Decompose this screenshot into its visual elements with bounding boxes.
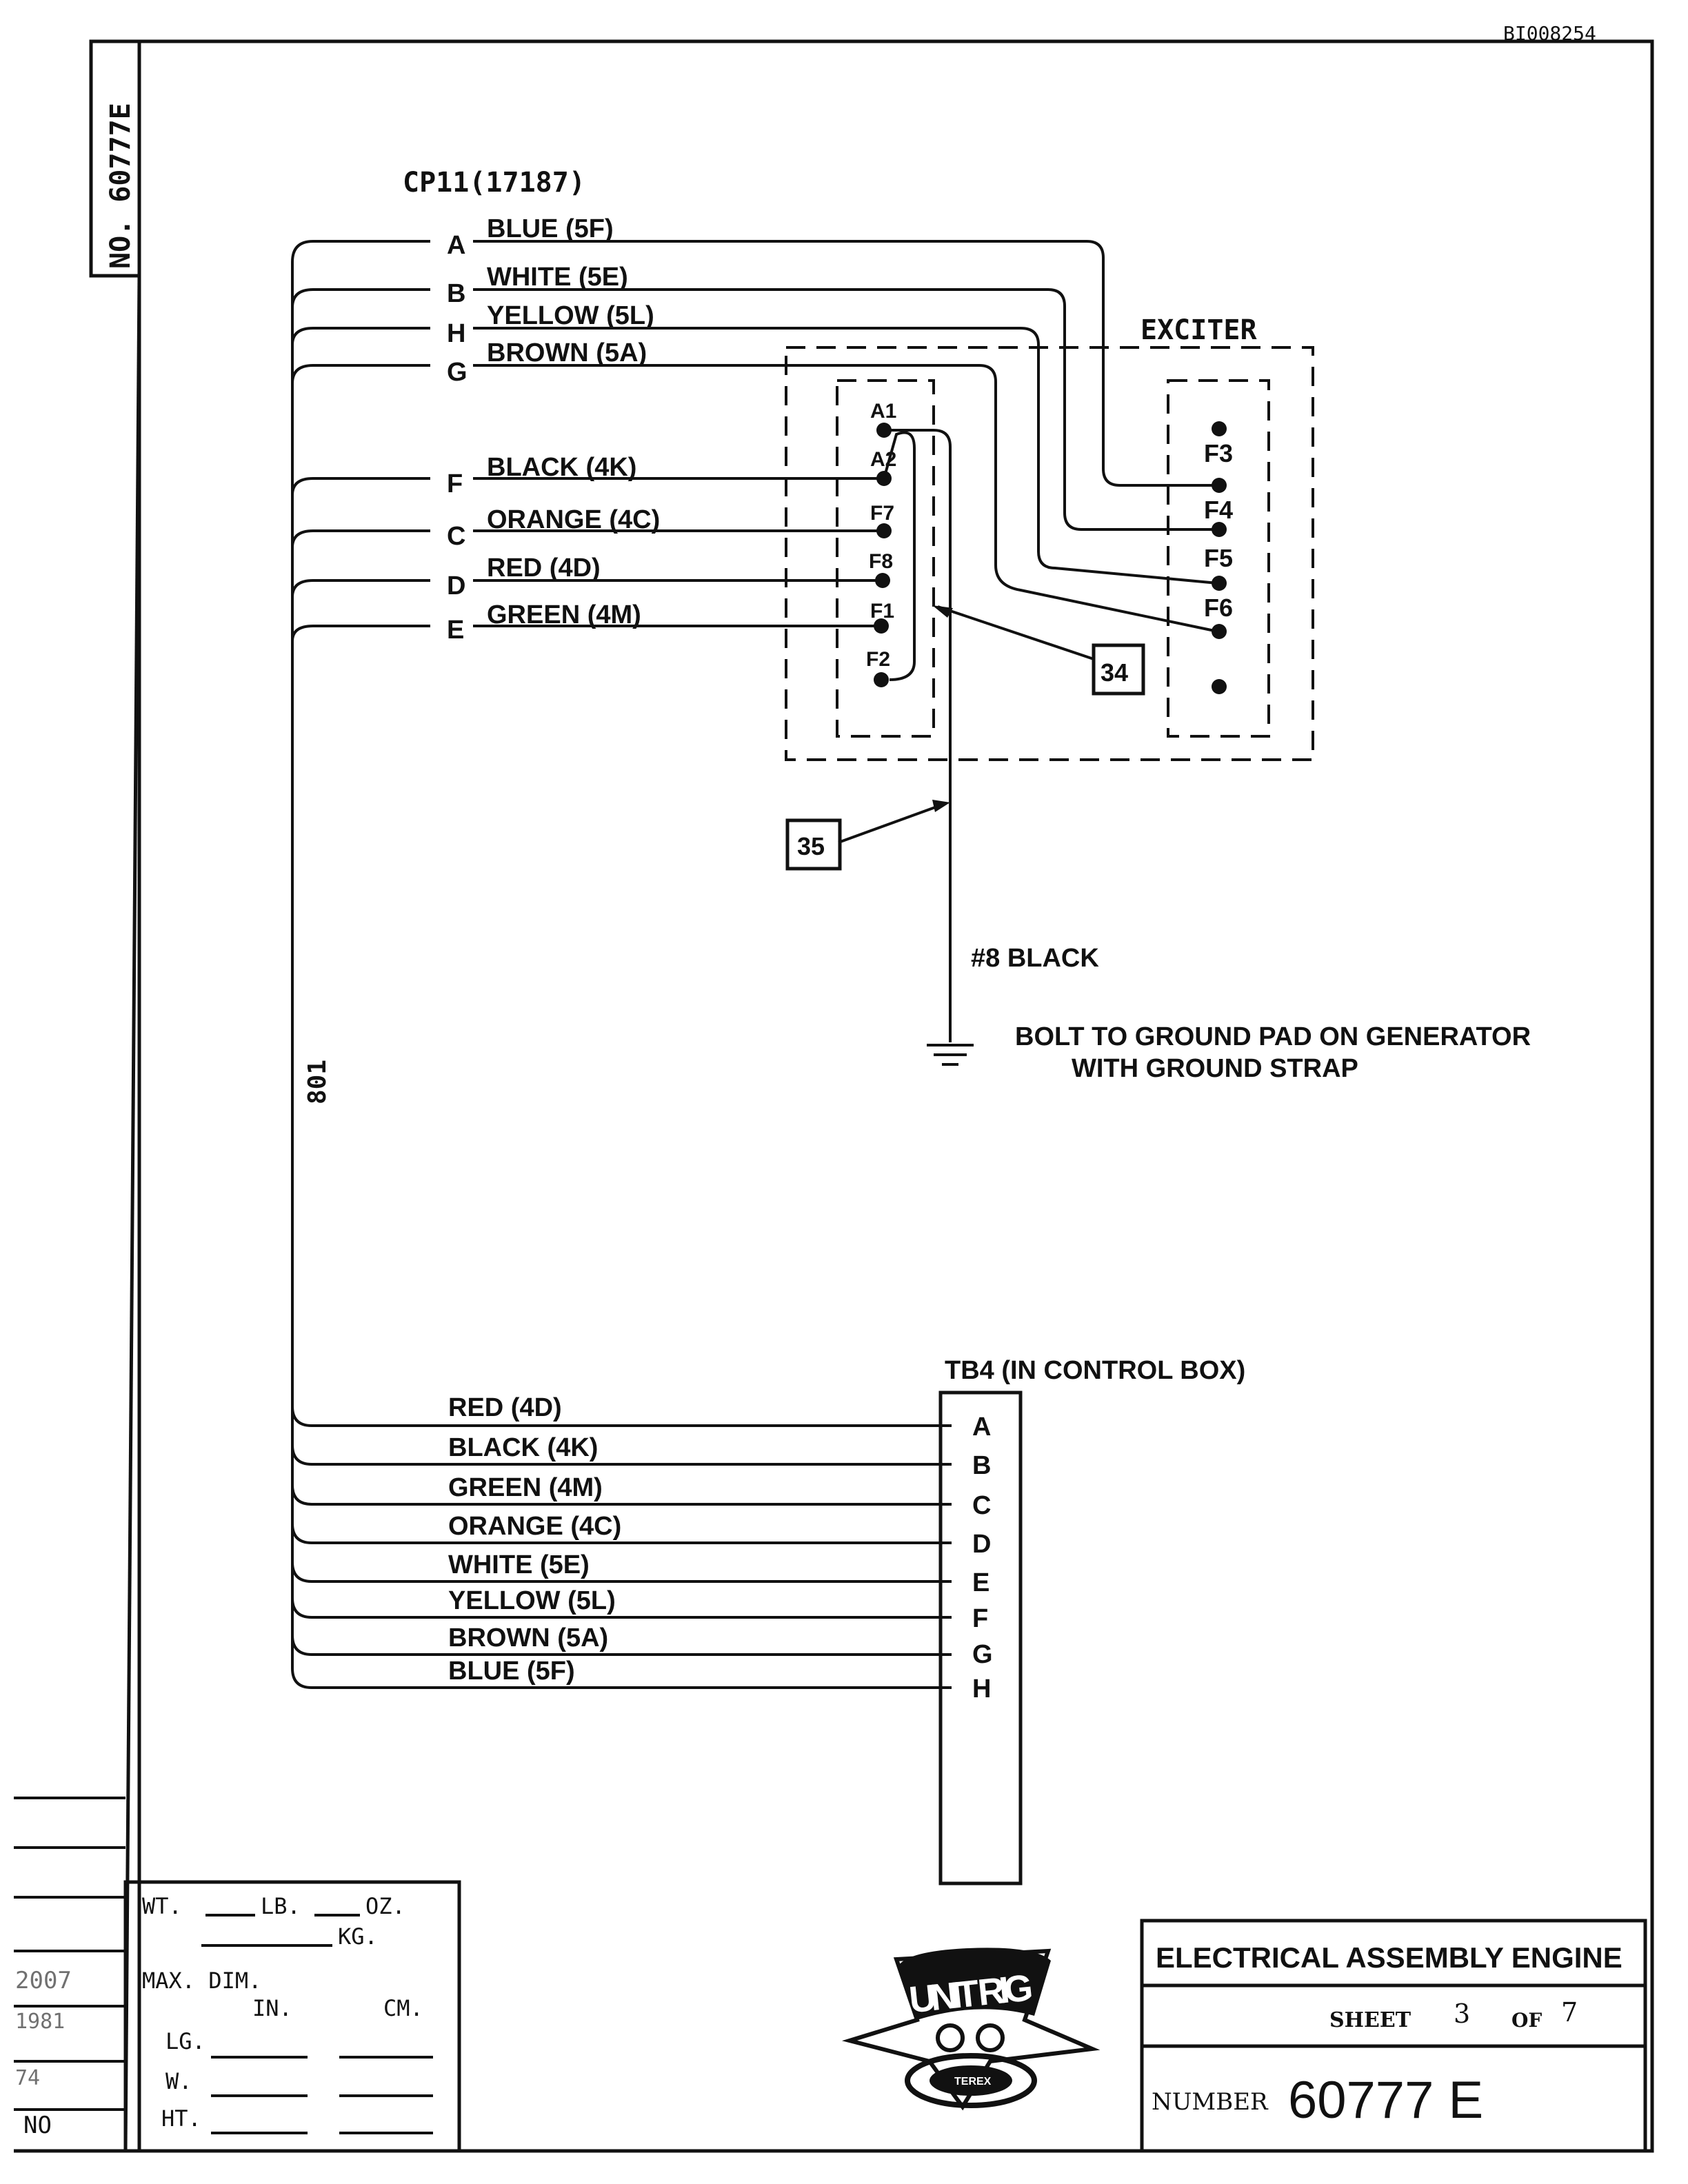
terminal-a1: A1 — [870, 400, 896, 423]
ground-lead — [927, 800, 974, 1066]
terminal-f2: F2 — [866, 648, 890, 671]
tb-wire-blue: BLUE (5F) — [448, 1657, 575, 1686]
callout-35: 35 — [785, 800, 950, 871]
revision-column: 2007 1981 74 NO — [14, 1797, 125, 2139]
terminal-f8: F8 — [869, 550, 893, 573]
connector-pin-c: C — [447, 522, 465, 551]
revision-fragment-1: 2007 — [15, 1967, 72, 1994]
connector-label: CP11(17187) — [403, 167, 585, 199]
tb-pin-b: B — [972, 1451, 991, 1480]
ground-note-line1: BOLT TO GROUND PAD ON GENERATOR — [1015, 1022, 1531, 1051]
tb-wire-green: GREEN (4M) — [448, 1473, 603, 1502]
tb-wire-red: RED (4D) — [448, 1393, 562, 1422]
terminal-board-wires — [291, 1406, 952, 1689]
connector-pin-d: D — [447, 572, 465, 600]
terminal-f3: F3 — [1204, 439, 1233, 467]
exciter-right-terminals: F3 F4 F5 F6 — [1204, 421, 1233, 694]
callout-34: 34 — [932, 605, 1145, 696]
tb-wire-yellow: YELLOW (5L) — [448, 1586, 616, 1615]
tb-pin-c: C — [972, 1491, 991, 1520]
callout-34-label: 34 — [1101, 658, 1128, 687]
terminal-f6: F6 — [1204, 594, 1233, 622]
tb-pin-h: H — [972, 1675, 991, 1703]
wire-label-red: RED (4D) — [487, 554, 601, 583]
connector-pin-f: F — [447, 469, 463, 498]
connector-pin-h: H — [447, 319, 465, 348]
unit-rig-logo: UNIT RIG TEREX — [841, 1948, 1101, 2111]
terminal-f7: F7 — [870, 502, 894, 525]
ground-wire-label: #8 BLACK — [971, 944, 1099, 973]
mark-801: 801 — [303, 1060, 332, 1104]
wt-label: WT. — [142, 1893, 182, 1919]
max-dim-label: MAX. DIM. — [142, 1968, 261, 1994]
wire-label-blue: BLUE (5F) — [487, 214, 614, 243]
sheet-label: SHEET — [1329, 2008, 1411, 2032]
drawing-number: 60777 E — [1288, 2071, 1483, 2130]
sheet-total: 7 — [1561, 1997, 1578, 2028]
exciter-label: EXCITER — [1141, 314, 1257, 346]
ht-label: HT. — [161, 2105, 201, 2132]
connector-pin-e: E — [447, 616, 464, 645]
title-block: ELECTRICAL ASSEMBLY ENGINE SHEET 3 OF 7 … — [1140, 1919, 1647, 2153]
drawing-title: ELECTRICAL ASSEMBLY ENGINE — [1156, 1941, 1622, 1974]
tb-wire-orange: ORANGE (4C) — [448, 1512, 621, 1541]
doc-code: BI008254 — [1503, 22, 1596, 45]
cm-label: CM. — [383, 1995, 423, 2021]
tb-pin-d: D — [972, 1530, 991, 1559]
revision-fragment-3: 74 — [15, 2066, 40, 2090]
tb-wire-black: BLACK (4K) — [448, 1433, 598, 1462]
sheet-number: 3 — [1454, 1999, 1470, 2029]
exciter-left-terminals: A1 A2 F7 F8 F1 F2 — [866, 400, 896, 687]
revision-fragment-4: NO — [23, 2112, 52, 2139]
terminal-f5: F5 — [1204, 544, 1233, 572]
ground-note-line2: WITH GROUND STRAP — [1072, 1054, 1358, 1083]
exciter-jumpers — [883, 429, 952, 813]
terminal-f4: F4 — [1204, 496, 1233, 524]
logo-sub: TEREX — [954, 2076, 992, 2087]
exciter-enclosure — [785, 346, 1314, 761]
tb-pin-g: G — [972, 1640, 993, 1669]
wire-label-yellow: YELLOW (5L) — [487, 301, 654, 330]
tb-pin-f: F — [972, 1604, 988, 1633]
in-label: IN. — [252, 1995, 292, 2021]
wire-harness — [291, 240, 1218, 1668]
wire-label-brown: BROWN (5A) — [487, 338, 647, 367]
revision-fragment-2: 1981 — [15, 2010, 65, 2034]
terminal-board-wire-labels: RED (4D) BLACK (4K) GREEN (4M) ORANGE (4… — [448, 1393, 621, 1686]
terminal-board — [938, 1391, 1023, 1885]
weight-block: WT. LB. OZ. KG. MAX. DIM. IN. CM. LG. W.… — [123, 1880, 461, 2153]
connector-pins: A B H G F C D E — [447, 231, 468, 645]
tb-wire-brown: BROWN (5A) — [448, 1624, 608, 1652]
terminal-board-label: TB4 (IN CONTROL BOX) — [945, 1356, 1245, 1385]
connector-pin-a: A — [447, 231, 465, 260]
wire-label-white: WHITE (5E) — [487, 263, 628, 292]
tb-wire-white: WHITE (5E) — [448, 1550, 590, 1579]
of-label: OF — [1511, 2009, 1542, 2032]
sheet-frame — [14, 39, 1654, 2153]
connector-wire-labels: BLUE (5F) WHITE (5E) YELLOW (5L) BROWN (… — [487, 214, 660, 629]
callout-35-label: 35 — [797, 832, 825, 860]
connector-pin-b: B — [447, 279, 465, 308]
tb-pin-e: E — [972, 1568, 989, 1597]
kg-label: KG. — [338, 1923, 378, 1950]
lb-label: LB. — [261, 1893, 301, 1919]
oz-label: OZ. — [365, 1893, 405, 1919]
connector-pin-g: G — [447, 358, 468, 387]
tb-pin-a: A — [972, 1413, 991, 1442]
drawing-number-vertical: NO. 60777E — [105, 103, 137, 269]
number-label: NUMBER — [1152, 2088, 1269, 2116]
w-label: W. — [165, 2068, 192, 2094]
lg-label: LG. — [165, 2028, 205, 2054]
terminal-board-pins: A B C D E F G H — [972, 1413, 993, 1703]
